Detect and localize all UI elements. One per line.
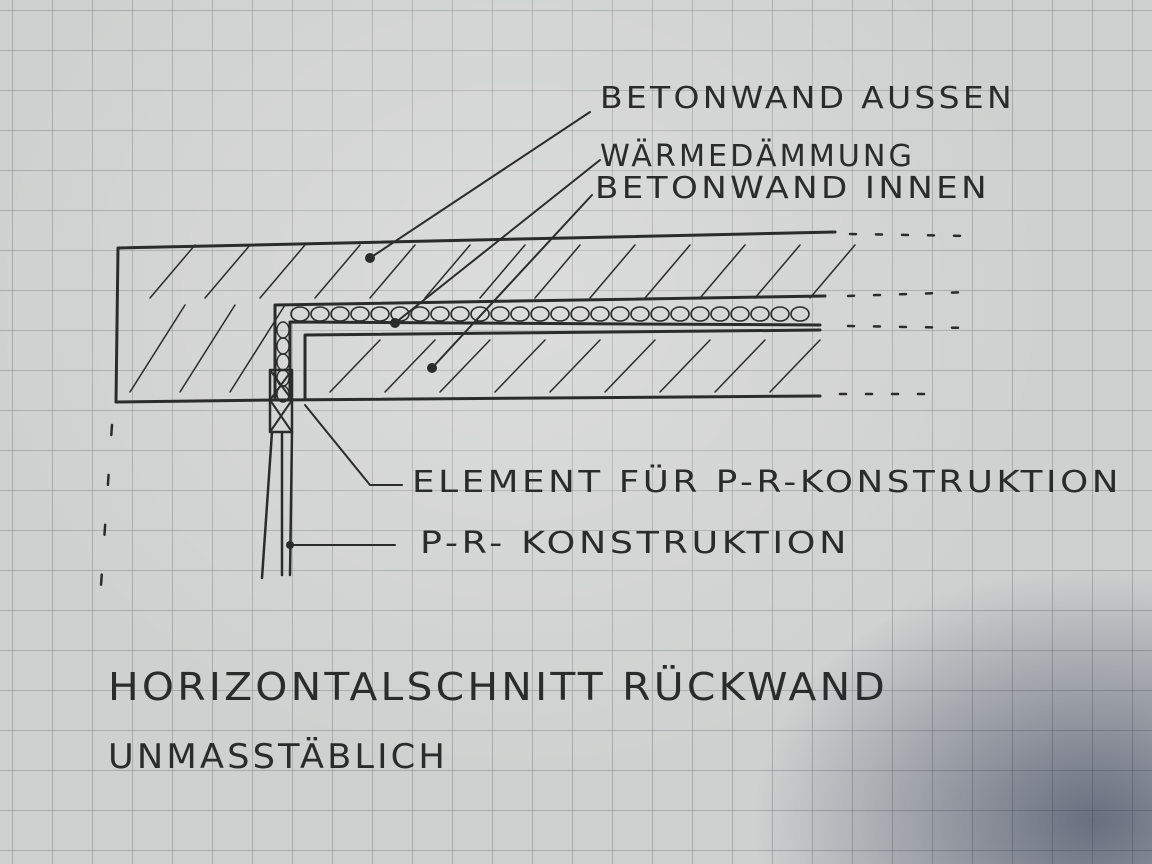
insulation-loop [350, 306, 370, 322]
hatch-stroke [479, 244, 526, 299]
insulation-loop [750, 306, 770, 322]
insulation-loop [430, 306, 450, 322]
hatch-stroke [769, 339, 821, 393]
insulation-loop [450, 306, 470, 322]
hatch-stroke [369, 244, 416, 299]
insulation-loop [770, 306, 790, 322]
hatch-stroke [129, 304, 186, 393]
hatch-stroke [644, 244, 691, 299]
outer-concrete-wall [114, 230, 856, 404]
label-inner-wall: BETONWAND INNEN [595, 171, 990, 206]
insulation-loop [276, 337, 290, 355]
hatch-stroke [549, 339, 601, 393]
hatch-stroke [439, 339, 491, 393]
insulation-dot [390, 318, 400, 328]
leader-lines [286, 111, 601, 549]
inner-concrete-wall [303, 328, 822, 400]
outer-wall-dot [365, 253, 375, 263]
hatch-stroke [809, 244, 856, 299]
insulation-loop [550, 306, 570, 322]
hatch-stroke [179, 304, 236, 393]
hatch-stroke [259, 244, 306, 299]
inner-wall-dot [427, 363, 437, 373]
caption-subtitle: UNMASSTÄBLICH [108, 737, 448, 777]
insulation-loop [630, 306, 650, 322]
hatch-stroke [384, 339, 436, 393]
insulation-loop [650, 306, 670, 322]
label-outer-wall: BETONWAND AUSSEN [600, 81, 1015, 116]
pr-construction-dot [286, 541, 294, 549]
insulation-loop [790, 306, 810, 322]
insulation-loop [690, 306, 710, 322]
insulation-loop [490, 306, 510, 322]
insulation-loop [276, 353, 290, 371]
label-insulation: WÄRMEDÄMMUNG [600, 138, 915, 174]
insulation-loop [310, 306, 330, 322]
outer-wall-hatching [129, 244, 856, 393]
insulation-loop [276, 321, 290, 339]
hatch-stroke [424, 244, 471, 299]
hatch-stroke [659, 339, 711, 393]
hatch-stroke [589, 244, 636, 299]
hatch-stroke [534, 244, 581, 299]
insulation-loop [570, 306, 590, 322]
insulation-loop [370, 306, 390, 322]
hatch-stroke [314, 244, 361, 299]
hatch-stroke [604, 339, 656, 393]
hatch-stroke [204, 244, 251, 299]
insulation-loop [710, 306, 730, 322]
label-pr-construction: P-R- KONSTRUKTION [420, 526, 850, 561]
insulation-loop [330, 306, 350, 322]
insulation-loop [730, 306, 750, 322]
insulation-loop [276, 385, 290, 403]
insulation-layer [274, 304, 822, 403]
pr-construction-mullion [260, 430, 294, 580]
insulation-loop [290, 306, 310, 322]
hatch-stroke [149, 244, 196, 299]
insulation-loops [276, 306, 810, 403]
insulation-loop [470, 306, 490, 322]
hatch-stroke [754, 244, 801, 299]
insulation-loop [390, 306, 410, 322]
caption-title: HORIZONTALSCHNITT RÜCKWAND [108, 665, 888, 709]
inner-wall-hatching [329, 339, 821, 393]
insulation-loop [670, 306, 690, 322]
insulation-loop [610, 306, 630, 322]
label-pr-element: ELEMENT FÜR P-R-KONSTRUKTION [412, 464, 1122, 500]
insulation-loop [530, 306, 550, 322]
hatch-stroke [714, 339, 766, 393]
hatch-stroke [329, 339, 381, 393]
insulation-loop [590, 306, 610, 322]
hatch-stroke [699, 244, 746, 299]
hatch-stroke [494, 339, 546, 393]
insulation-loop [410, 306, 430, 322]
insulation-loop [510, 306, 530, 322]
